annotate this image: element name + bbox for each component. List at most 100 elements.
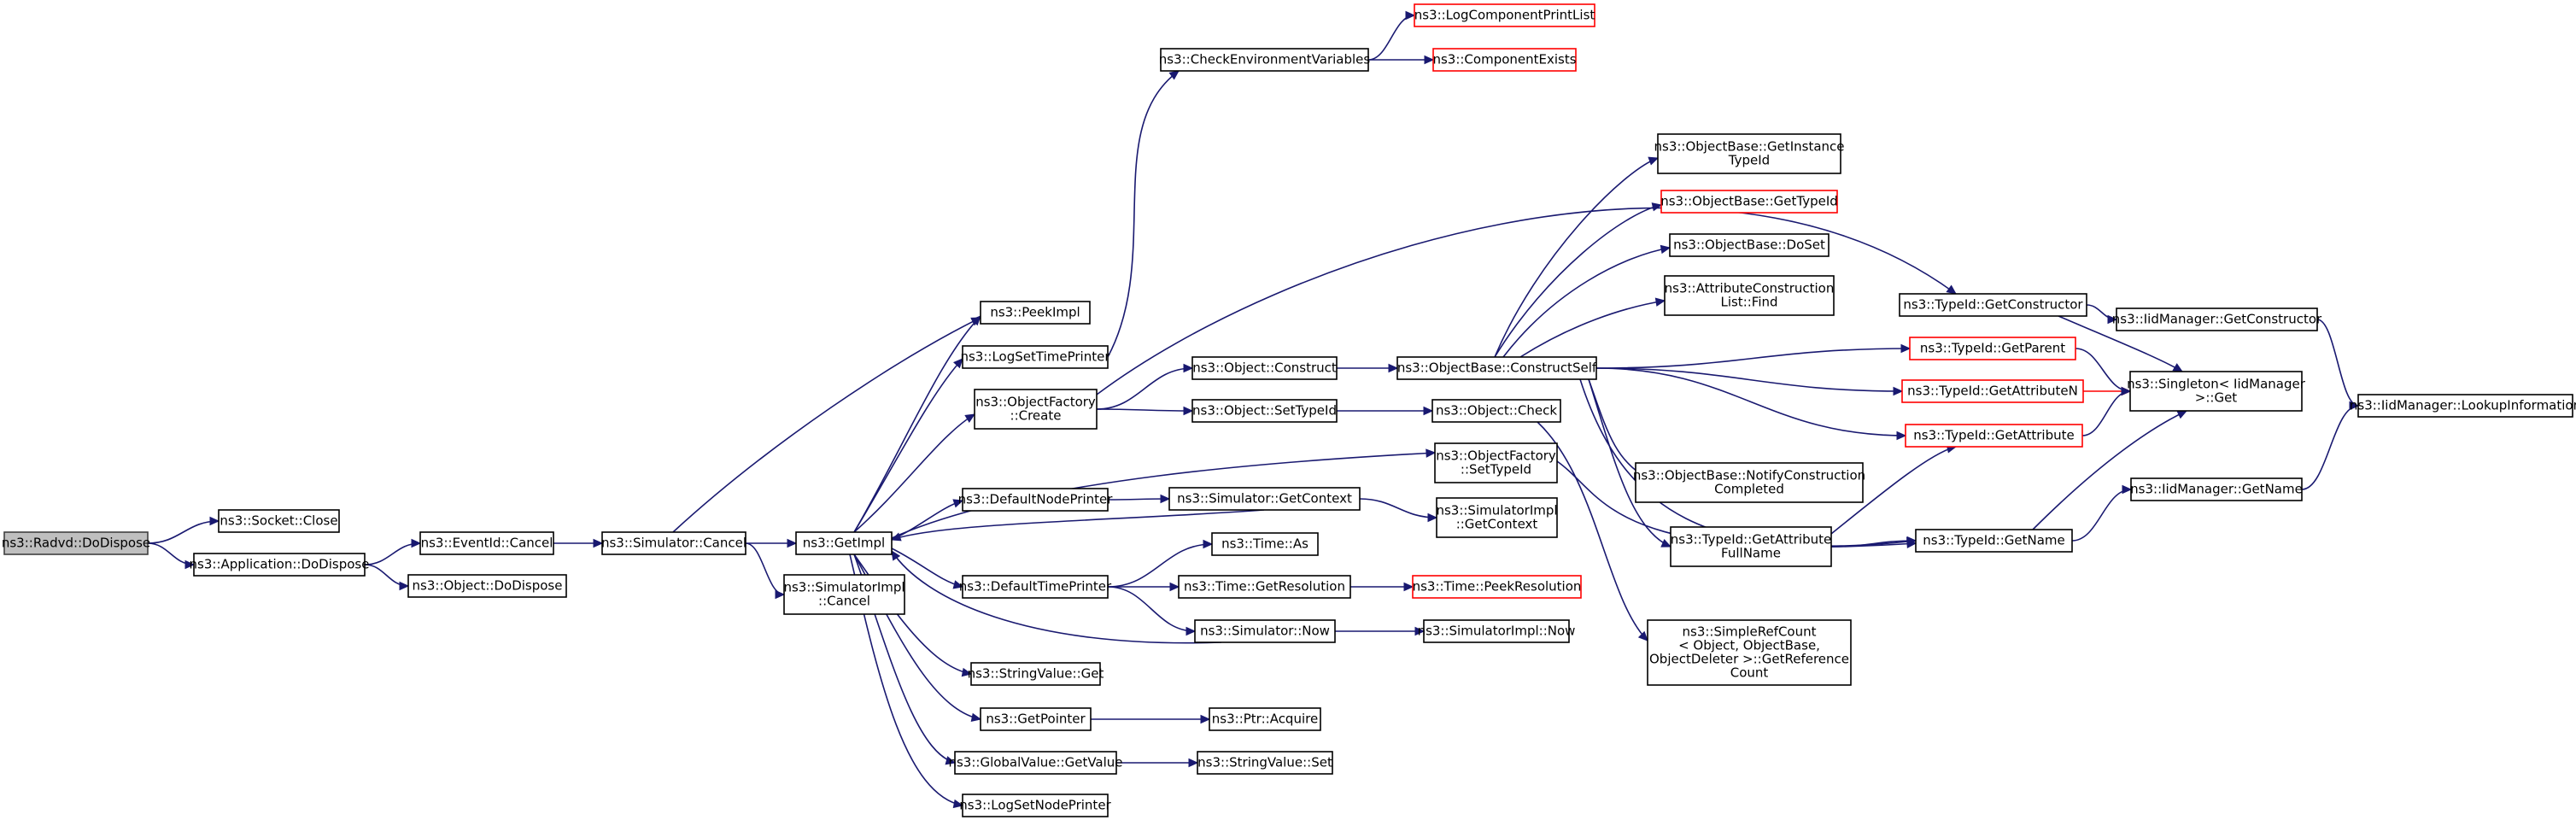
node-box[interactable] bbox=[1901, 379, 2084, 403]
node-box[interactable] bbox=[2357, 394, 2573, 418]
node-box[interactable] bbox=[1431, 399, 1561, 423]
node-defaulttimeprinter[interactable]: ns3::DefaultTimePrinter bbox=[959, 575, 1112, 599]
node-simulatorimpl_cancel[interactable]: ns3::SimulatorImpl::Cancel bbox=[783, 574, 905, 615]
node-stringvalue_set[interactable]: ns3::StringValue::Set bbox=[1197, 751, 1333, 775]
node-box[interactable] bbox=[1660, 190, 1838, 214]
node-box[interactable] bbox=[1197, 751, 1333, 775]
node-time_as[interactable]: ns3::Time::As bbox=[1211, 532, 1319, 556]
node-iidmanager_getname[interactable]: ns3::IidManager::GetName bbox=[2130, 477, 2303, 501]
node-object_check[interactable]: ns3::Object::Check bbox=[1431, 399, 1561, 423]
node-radvd_dodispose[interactable]: ns3::Radvd::DoDispose bbox=[2, 531, 150, 555]
node-getpointer[interactable]: ns3::GetPointer bbox=[980, 707, 1092, 731]
node-box[interactable] bbox=[962, 575, 1109, 599]
node-box[interactable] bbox=[601, 531, 746, 555]
node-singleton_get[interactable]: ns3::Singleton< IidManager >::Get bbox=[2127, 371, 2306, 412]
node-box[interactable] bbox=[1899, 293, 2087, 317]
node-box[interactable] bbox=[795, 531, 893, 555]
node-simplerefcount_getreferencecount[interactable]: ns3::SimpleRefCount< Object, ObjectBase,… bbox=[1647, 619, 1852, 686]
node-box[interactable] bbox=[1396, 356, 1597, 380]
node-checkenvironmentvariables[interactable]: ns3::CheckEnvironmentVariables bbox=[1159, 48, 1371, 72]
node-iidmanager_getconstructor[interactable]: ns3::IidManager::GetConstructor bbox=[2112, 308, 2322, 331]
node-logcomponentprintlist[interactable]: ns3::LogComponentPrintList bbox=[1414, 3, 1595, 27]
node-objectbase_constructself[interactable]: ns3::ObjectBase::ConstructSelf bbox=[1396, 356, 1597, 380]
node-peekimpl[interactable]: ns3::PeekImpl bbox=[980, 301, 1091, 325]
node-box[interactable] bbox=[1423, 619, 1570, 643]
node-eventid_cancel[interactable]: ns3::EventId::Cancel bbox=[419, 531, 554, 555]
node-typeid_getattributen[interactable]: ns3::TypeId::GetAttributeN bbox=[1901, 379, 2084, 403]
node-box[interactable] bbox=[1194, 619, 1336, 643]
node-box[interactable] bbox=[1436, 497, 1558, 538]
node-simulator_getcontext[interactable]: ns3::Simulator::GetContext bbox=[1168, 487, 1361, 511]
node-box[interactable] bbox=[419, 531, 554, 555]
node-simulator_now[interactable]: ns3::Simulator::Now bbox=[1194, 619, 1336, 643]
node-objectfactory_create[interactable]: ns3::ObjectFactory::Create bbox=[974, 389, 1098, 430]
node-box[interactable] bbox=[1191, 356, 1338, 380]
node-box[interactable] bbox=[1432, 48, 1577, 72]
node-box[interactable] bbox=[1178, 575, 1351, 599]
node-logsetnodeprinter[interactable]: ns3::LogSetNodePrinter bbox=[959, 794, 1112, 817]
node-box[interactable] bbox=[2130, 477, 2303, 501]
node-box[interactable] bbox=[1434, 442, 1558, 483]
node-box[interactable] bbox=[1412, 575, 1582, 599]
node-box[interactable] bbox=[974, 389, 1098, 430]
node-objectbase_doset[interactable]: ns3::ObjectBase::DoSet bbox=[1669, 233, 1830, 257]
node-logsettimeprinter[interactable]: ns3::LogSetTimePrinter bbox=[960, 345, 1110, 369]
node-socket_close[interactable]: ns3::Socket::Close bbox=[218, 509, 340, 533]
node-box[interactable] bbox=[1209, 707, 1321, 731]
node-box[interactable] bbox=[980, 707, 1092, 731]
node-typeid_getparent[interactable]: ns3::TypeId::GetParent bbox=[1909, 337, 2076, 360]
node-object_construct[interactable]: ns3::Object::Construct bbox=[1191, 356, 1338, 380]
node-typeid_getconstructor[interactable]: ns3::TypeId::GetConstructor bbox=[1899, 293, 2087, 317]
node-iidmanager_lookupinformation[interactable]: ns3::IidManager::LookupInformation bbox=[2350, 394, 2576, 418]
node-box[interactable] bbox=[1670, 526, 1832, 567]
node-box[interactable] bbox=[980, 301, 1091, 325]
node-time_peekresolution[interactable]: ns3::Time::PeekResolution bbox=[1412, 575, 1582, 599]
node-objectbase_gettypeid[interactable]: ns3::ObjectBase::GetTypeId bbox=[1660, 190, 1838, 214]
node-box[interactable] bbox=[1664, 275, 1835, 316]
node-box[interactable] bbox=[1160, 48, 1369, 72]
node-box[interactable] bbox=[1669, 233, 1830, 257]
node-simulatorimpl_getcontext[interactable]: ns3::SimulatorImpl::GetContext bbox=[1436, 497, 1558, 538]
node-box[interactable] bbox=[3, 531, 149, 555]
node-box[interactable] bbox=[970, 662, 1101, 686]
node-box[interactable] bbox=[962, 345, 1109, 369]
node-typeid_getattribute[interactable]: ns3::TypeId::GetAttribute bbox=[1905, 424, 2083, 448]
node-globalvalue_getvalue[interactable]: ns3::GlobalValue::GetValue bbox=[948, 751, 1123, 775]
node-box[interactable] bbox=[783, 574, 905, 615]
node-componentexists[interactable]: ns3::ComponentExists bbox=[1432, 48, 1577, 72]
node-ptr_acquire[interactable]: ns3::Ptr::Acquire bbox=[1209, 707, 1321, 731]
node-defaultnodeprinter[interactable]: ns3::DefaultNodePrinter bbox=[958, 488, 1114, 512]
node-stringvalue_get[interactable]: ns3::StringValue::Get bbox=[968, 662, 1104, 686]
node-box[interactable] bbox=[1414, 3, 1595, 27]
node-box[interactable] bbox=[1909, 337, 2076, 360]
node-simulator_cancel[interactable]: ns3::Simulator::Cancel bbox=[601, 531, 746, 555]
node-time_getresolution[interactable]: ns3::Time::GetResolution bbox=[1178, 575, 1351, 599]
node-box[interactable] bbox=[1647, 619, 1852, 686]
node-box[interactable] bbox=[407, 574, 567, 598]
node-box[interactable] bbox=[962, 794, 1109, 817]
node-box[interactable] bbox=[1191, 399, 1338, 423]
node-objectfactory_settypeid[interactable]: ns3::ObjectFactory::SetTypeId bbox=[1434, 442, 1558, 483]
node-box[interactable] bbox=[954, 751, 1117, 775]
node-box[interactable] bbox=[2129, 371, 2303, 412]
node-box[interactable] bbox=[1635, 462, 1864, 503]
node-typeid_getname[interactable]: ns3::TypeId::GetName bbox=[1915, 529, 2073, 553]
node-application_dodispose[interactable]: ns3::Application::DoDispose bbox=[190, 553, 370, 577]
node-box[interactable] bbox=[218, 509, 340, 533]
node-box[interactable] bbox=[2116, 308, 2318, 331]
node-box[interactable] bbox=[1657, 133, 1841, 174]
node-simulatorimpl_now[interactable]: ns3::SimulatorImpl::Now bbox=[1418, 619, 1576, 643]
node-box[interactable] bbox=[1915, 529, 2073, 553]
node-getimpl[interactable]: ns3::GetImpl bbox=[795, 531, 893, 555]
node-box[interactable] bbox=[1905, 424, 2083, 448]
node-object_settypeid[interactable]: ns3::Object::SetTypeId bbox=[1191, 399, 1338, 423]
node-box[interactable] bbox=[193, 553, 366, 577]
node-box[interactable] bbox=[1168, 487, 1361, 511]
node-box[interactable] bbox=[1211, 532, 1319, 556]
node-objectbase_notifyconstructioncompleted[interactable]: ns3::ObjectBase::NotifyConstructionCompl… bbox=[1633, 462, 1865, 503]
node-box[interactable] bbox=[962, 488, 1109, 512]
node-object_dodispose[interactable]: ns3::Object::DoDispose bbox=[407, 574, 567, 598]
